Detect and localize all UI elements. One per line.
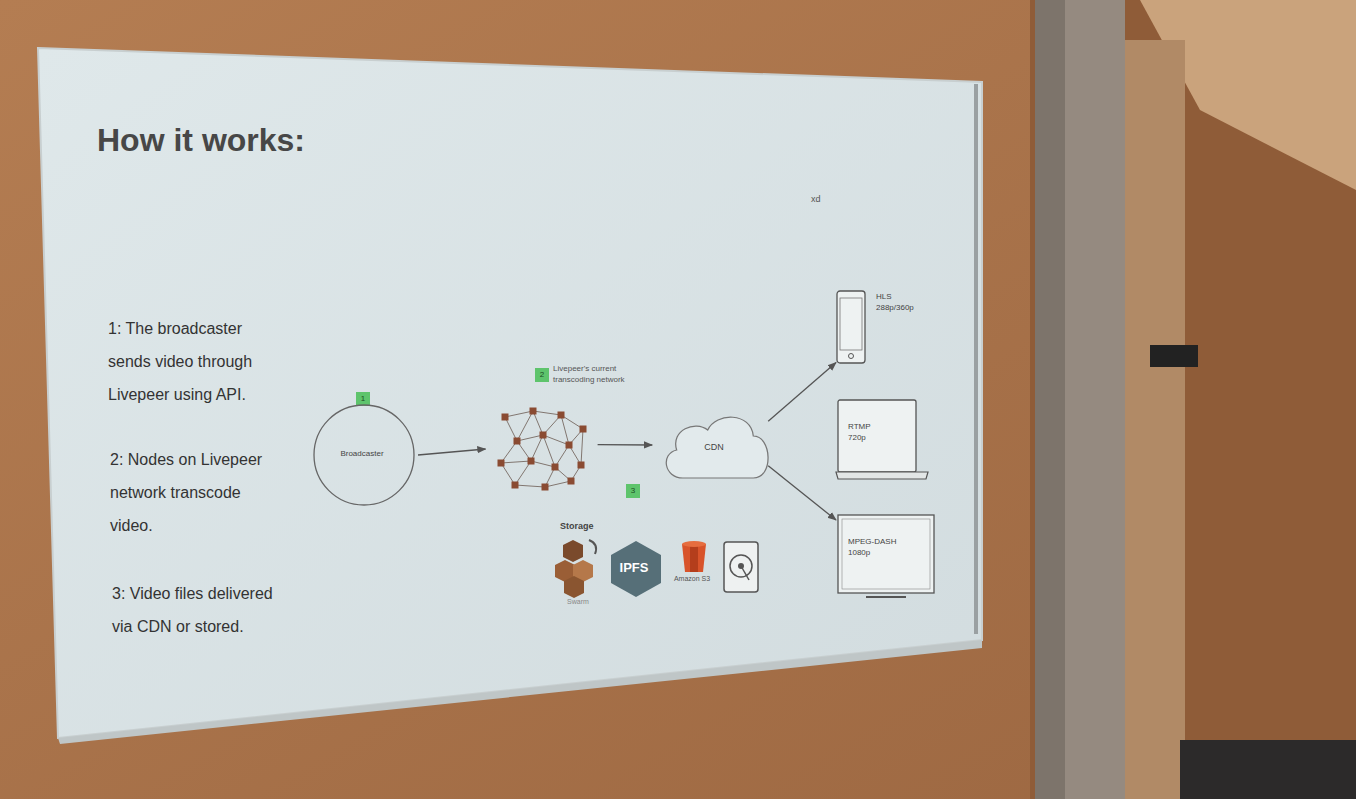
node-text: HLS [876,292,892,301]
arrow-connector [768,466,836,520]
node-text: Amazon S3 [668,575,716,582]
mesh-network [495,405,590,493]
node-text: RTMP [848,422,871,431]
door-frame [1035,0,1065,799]
node-text: 720p [848,433,866,442]
side-wall [1030,0,1356,799]
node-text: MPEG-DASH [848,537,896,546]
broadcaster-circle: Broadcaster [310,403,418,507]
wall-device [1150,345,1198,367]
node-text: Livepeer's current transcoding network [553,363,653,385]
screen-bottom [58,640,982,744]
callout-number: 3 [626,484,640,498]
monitor-device: MPEG-DASH 1080p [836,513,936,601]
node-text: 288p/360p [876,303,914,312]
node-text: IPFS [607,560,661,575]
phone-outline [836,290,928,364]
section-heading: Storage [560,521,594,531]
step-text: 1: The broadcaster sends video through L… [108,312,283,411]
laptop-device: RTMP 720p [836,398,930,482]
projection-screen [38,48,982,738]
swarm-icon: Swarm [553,536,603,608]
screen-edge [974,84,978,634]
disk-icon [724,542,758,592]
monitor-outline [836,513,936,601]
door-jamb [1125,40,1185,799]
phone-device: HLS 288p/360p [836,290,928,364]
node-text: Broadcaster [310,449,414,458]
node-text: CDN [658,442,770,452]
arrow-connector [418,449,486,455]
step-text: 2: Nodes on Livepeer network transcode v… [110,443,285,542]
bucket-icon [668,540,720,590]
node-text: 1080p [848,548,870,557]
cdn-cloud: CDN [658,408,774,482]
callout-number: 2 [535,368,549,382]
door-frame [1065,0,1125,799]
table [1180,740,1356,799]
transcoding-network: Livepeer's current transcoding network [495,405,590,493]
arrow-connector [768,363,836,422]
node-text: Swarm [555,598,601,605]
callout-number: 1 [356,392,370,406]
corner-note: xd [811,194,821,204]
slide-title: How it works: [97,122,305,159]
arrow-connector [598,444,653,446]
hexagon-cluster [553,536,603,608]
amazon-s3-icon: Amazon S3 [668,540,720,590]
step-text: 3: Video files delivered via CDN or stor… [112,577,287,643]
ipfs-icon: IPFS [607,540,665,598]
